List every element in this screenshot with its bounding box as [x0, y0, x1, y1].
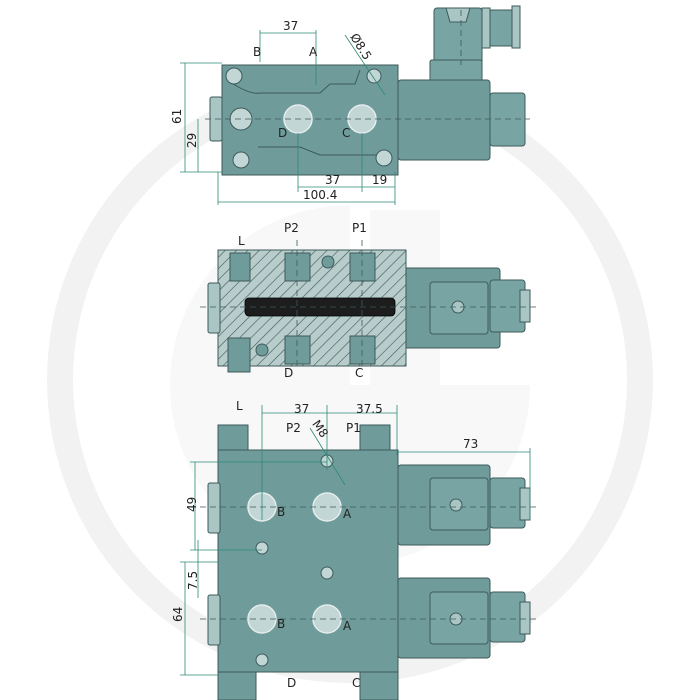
- dim-overall-length: 100.4: [303, 188, 337, 202]
- port-label-p2: P2: [284, 221, 299, 235]
- dim-solenoid-length: 73: [463, 437, 478, 451]
- dim-upper-section-height: 49: [185, 497, 199, 512]
- port-label-l: L: [238, 234, 245, 248]
- port-label-d: D: [287, 676, 296, 690]
- dim-height: 61: [170, 109, 184, 124]
- port-label-d: D: [278, 126, 287, 140]
- dim-dc-spacing: 37: [325, 173, 340, 187]
- stack-view: L 37 37.5 P2 P1 M8 73 49 7.5 64 B A B A …: [171, 399, 540, 700]
- port-label-l: L: [236, 399, 243, 413]
- port-label-c: C: [342, 126, 350, 140]
- dim-p1-spacing: 37.5: [356, 402, 383, 416]
- top-view: 37 B A Ø8.5 61 29 D C 37 19 100.4: [170, 5, 530, 205]
- port-label-b: B: [253, 45, 261, 59]
- dim-ba-spacing: 37: [283, 19, 298, 33]
- port-label-b-upper: B: [277, 505, 285, 519]
- port-label-a-upper: A: [343, 507, 352, 521]
- port-label-b-lower: B: [277, 617, 285, 631]
- port-label-p1: P1: [346, 421, 361, 435]
- section-view: L P2 P1 D C: [200, 221, 540, 380]
- dim-gap: 7.5: [186, 571, 200, 590]
- port-label-p1: P1: [352, 221, 367, 235]
- dim-c-to-edge: 19: [372, 173, 387, 187]
- port-label-a-lower: A: [343, 619, 352, 633]
- dim-port-height: 29: [185, 133, 199, 148]
- port-label-p2: P2: [286, 421, 301, 435]
- port-label-a: A: [309, 45, 318, 59]
- dim-hole-diameter: Ø8.5: [347, 31, 374, 63]
- dim-p2-spacing: 37: [294, 402, 309, 416]
- port-label-c: C: [355, 366, 363, 380]
- port-label-c: C: [352, 676, 360, 690]
- dim-lower-section-height: 64: [171, 607, 185, 622]
- port-label-d: D: [284, 366, 293, 380]
